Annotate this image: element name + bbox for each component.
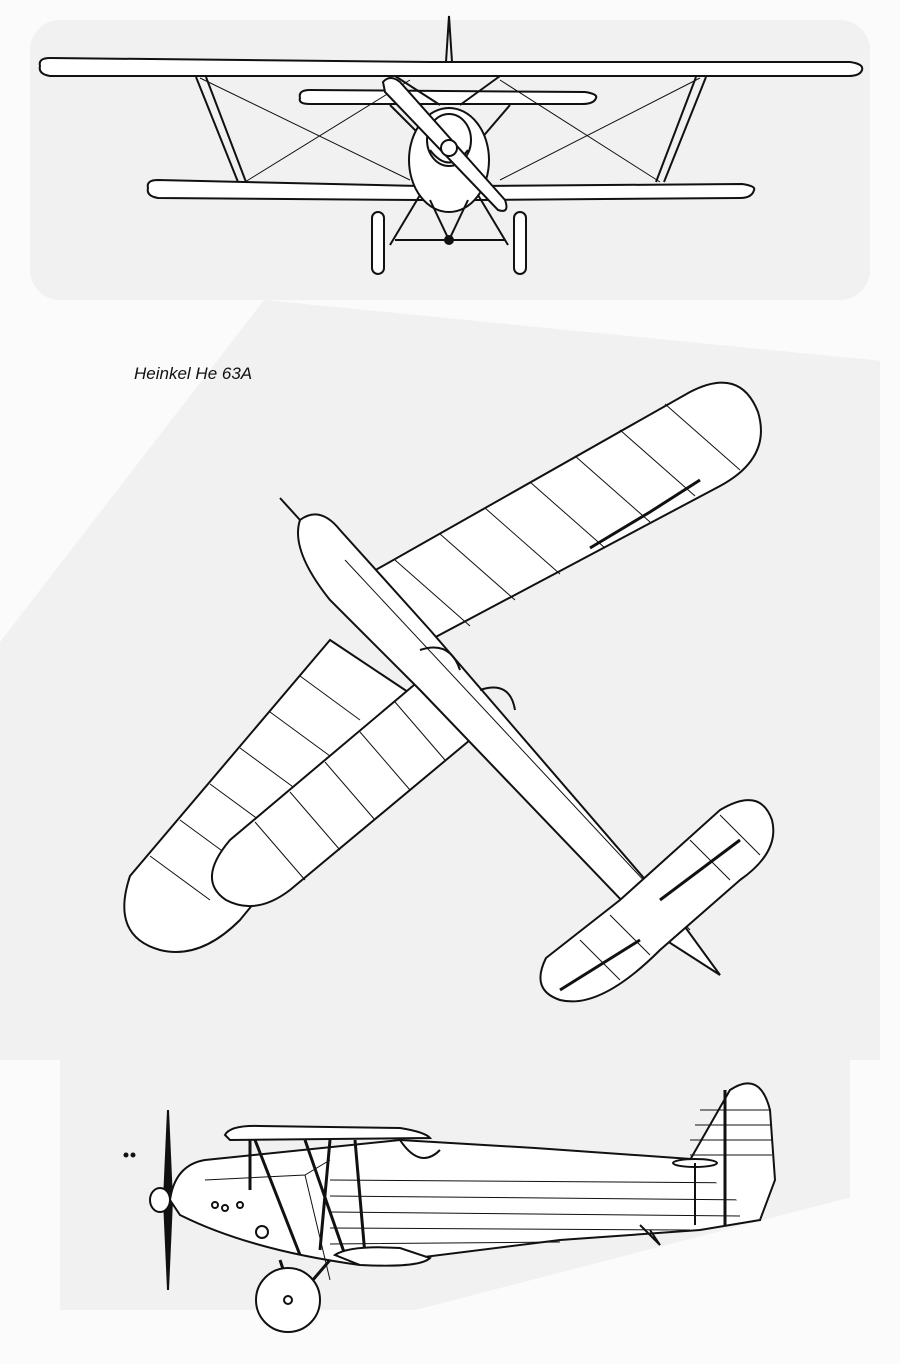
aircraft-title-label: Heinkel He 63A <box>134 364 253 383</box>
front-view-drawing <box>38 15 864 275</box>
